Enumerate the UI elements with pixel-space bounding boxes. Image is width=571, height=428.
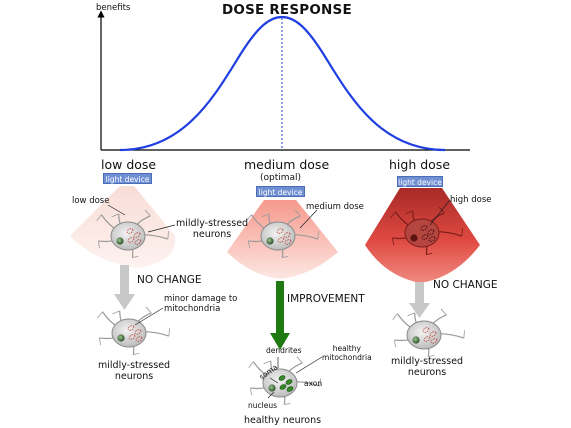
low-light-device: light device: [103, 173, 152, 184]
medium-initial-neuron: [246, 209, 319, 258]
high-no-change-arrow: [409, 282, 430, 318]
low-initial-neuron: [96, 209, 169, 258]
medium-outcome: IMPROVEMENT: [287, 293, 365, 305]
high-beam-label: high dose: [450, 195, 492, 205]
high-final-state: mildly-stressed neurons: [391, 356, 464, 378]
low-final-neuron: [97, 306, 170, 355]
leader-lines: [107, 199, 451, 399]
low-dose-heading: low dose: [101, 157, 157, 172]
low-final-state: mildly-stressed neurons: [98, 360, 171, 382]
high-outcome: NO CHANGE: [433, 279, 498, 291]
high-final-neuron: [392, 308, 465, 357]
low-beam-label: low dose: [72, 196, 110, 206]
improvement-arrow: [270, 281, 290, 350]
mitochondria-label: healthy mitochondria: [322, 344, 372, 362]
low-outcome: NO CHANGE: [137, 274, 202, 286]
medium-light-device: light device: [256, 186, 305, 197]
medium-beam-label: medium dose: [306, 202, 364, 212]
y-axis-label: benefits: [96, 3, 131, 13]
medium-final-state: healthy neurons: [244, 415, 322, 426]
axon-label: axon: [304, 379, 323, 388]
low-no-change-arrow: [114, 265, 135, 310]
high-light-device: light device: [397, 176, 443, 187]
healthy-neuron: [248, 356, 321, 405]
low-annotation: minor damage to mitochondria: [164, 294, 238, 314]
neuron-cells: [96, 206, 465, 405]
diagram-title: DOSE RESPONSE: [222, 2, 352, 18]
high-dose-heading: high dose: [389, 157, 451, 172]
medium-dose-heading: medium dose: [244, 157, 330, 172]
dose-response-curve: [119, 15, 446, 152]
high-initial-neuron: [390, 206, 463, 255]
medium-dose-optimal: (optimal): [260, 173, 302, 183]
nucleus-label: nucleus: [248, 401, 277, 410]
dendrites-label: dendrites: [266, 346, 302, 355]
low-initial-state: mildly-stressed neurons: [176, 218, 249, 240]
